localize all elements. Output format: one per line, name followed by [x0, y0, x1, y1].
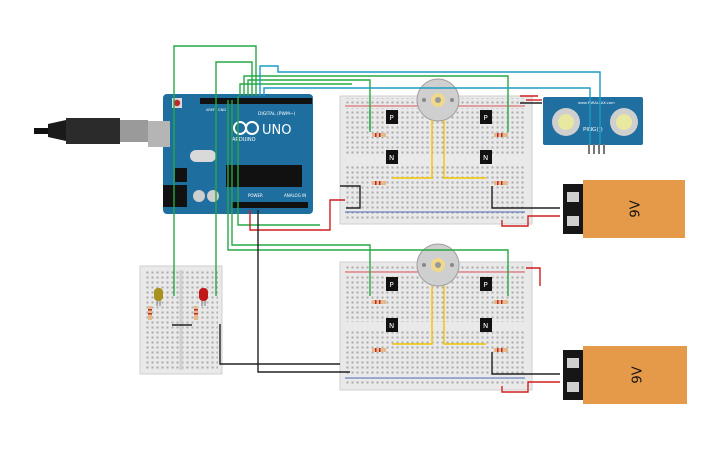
svg-text:N: N [389, 322, 394, 330]
wires-yellow [392, 120, 486, 345]
transistor-pnp[interactable]: P [386, 277, 398, 291]
resistor[interactable] [372, 181, 386, 185]
transistor-npn[interactable]: N [480, 318, 492, 332]
power-label: POWER [248, 193, 263, 198]
arduino-logo [233, 121, 259, 135]
resistor[interactable] [194, 306, 198, 320]
svg-text:N: N [483, 322, 488, 330]
transistor-pnp[interactable]: P [386, 110, 398, 124]
capacitor [193, 190, 205, 202]
battery-9v-top[interactable]: 9V [563, 180, 685, 238]
battery-label: 9V [631, 366, 646, 383]
analog-in-label: ANALOG IN [284, 193, 306, 198]
aref-label: AREF [206, 108, 215, 112]
usb-cable [34, 118, 172, 144]
battery-label: 9V [629, 200, 644, 217]
arduino-brand-text: ARDUINO [232, 137, 256, 143]
svg-text:N: N [389, 154, 394, 162]
usb-port [148, 121, 170, 147]
arduino-uno-board[interactable]: UNO ARDUINO DIGITAL (PWM~) POWER ANALOG … [148, 94, 313, 214]
crystal [190, 150, 216, 162]
resistor[interactable] [372, 133, 386, 137]
power-analog-header [232, 202, 308, 208]
dc-motor-top[interactable] [416, 78, 460, 122]
dc-motor-bottom[interactable] [416, 243, 460, 287]
resistor[interactable] [494, 133, 508, 137]
svg-text:P: P [390, 281, 394, 289]
resistor[interactable] [494, 348, 508, 352]
transistor-npn[interactable]: N [386, 318, 398, 332]
transistor-pnp[interactable]: P [480, 277, 492, 291]
ultrasonic-sensor[interactable]: www.PARALLAX.com PING))) [543, 97, 643, 154]
resistor[interactable] [494, 181, 508, 185]
wires-blue [259, 65, 601, 144]
power-jack [163, 185, 187, 207]
sensor-brand-text: www.PARALLAX.com [578, 101, 615, 105]
capacitor [207, 190, 219, 202]
regulator [175, 168, 187, 182]
digital-header [200, 98, 312, 104]
gnd-label: GND [218, 108, 226, 112]
transistor-pnp[interactable]: P [480, 110, 492, 124]
wires-green [173, 45, 509, 296]
breadboard-small[interactable] [139, 265, 223, 375]
transistor-npn[interactable]: N [386, 150, 398, 164]
transistor-npn[interactable]: N [480, 150, 492, 164]
resistor[interactable] [494, 300, 508, 304]
wires-black [172, 102, 560, 375]
led-yellow[interactable] [154, 288, 163, 306]
resistor[interactable] [372, 348, 386, 352]
breadboard-top[interactable] [339, 95, 533, 225]
uno-logo-text: UNO [262, 123, 291, 138]
digital-pwm-label: DIGITAL (PWM~) [258, 111, 296, 117]
battery-9v-bottom[interactable]: 9V [563, 346, 687, 404]
svg-text:N: N [483, 154, 488, 162]
atmega-chip [226, 165, 302, 187]
wires-red [249, 95, 560, 393]
resistor[interactable] [372, 300, 386, 304]
svg-text:P: P [390, 114, 394, 122]
resistor[interactable] [148, 306, 152, 320]
sensor-label: PING))) [583, 127, 603, 133]
led-red[interactable] [199, 288, 208, 306]
svg-text:P: P [484, 281, 488, 289]
svg-text:P: P [484, 114, 488, 122]
